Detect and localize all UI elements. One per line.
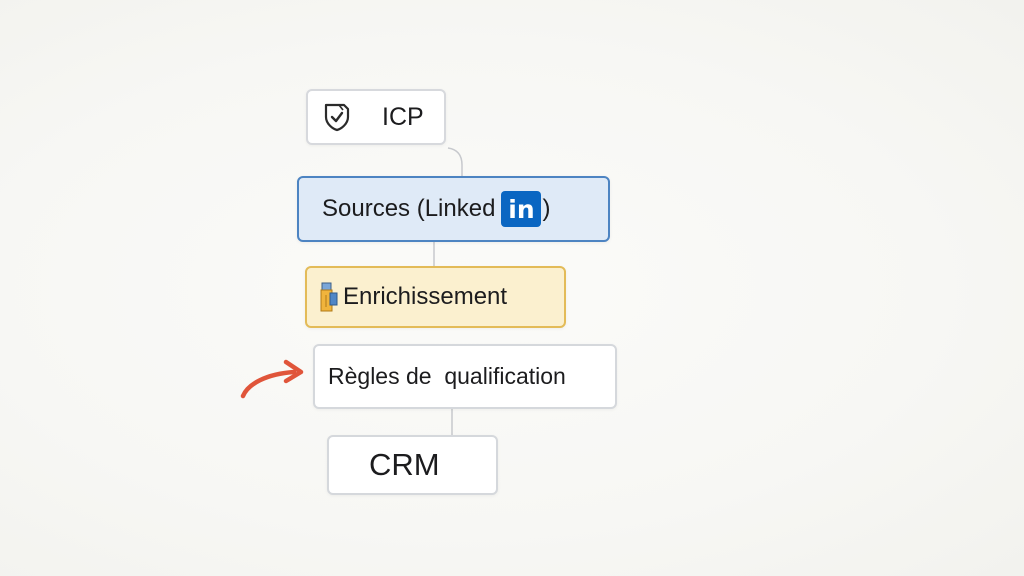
node-sources: Sources (Linked in ) bbox=[297, 176, 610, 242]
node-qualification-rules: Règles de qualification bbox=[313, 344, 617, 409]
curved-arrow-icon bbox=[240, 359, 304, 399]
node-sources-suffix: ) bbox=[542, 195, 551, 222]
node-icp-label: ICP bbox=[382, 102, 424, 131]
node-qualification-rules-label: Règles de qualification bbox=[328, 363, 566, 389]
node-sources-label: Sources (Linked bbox=[322, 195, 496, 222]
linkedin-icon: in bbox=[501, 191, 542, 227]
node-crm-label: CRM bbox=[369, 447, 440, 482]
connector-icp-sources bbox=[447, 147, 463, 176]
node-enrichment-label: Enrichissement bbox=[343, 283, 508, 310]
shield-check-icon bbox=[324, 102, 350, 132]
node-icp: ICP bbox=[306, 89, 446, 145]
node-enrichment: Enrichissement bbox=[305, 266, 566, 328]
node-crm: CRM bbox=[327, 435, 498, 495]
enrichment-icon bbox=[319, 281, 339, 313]
